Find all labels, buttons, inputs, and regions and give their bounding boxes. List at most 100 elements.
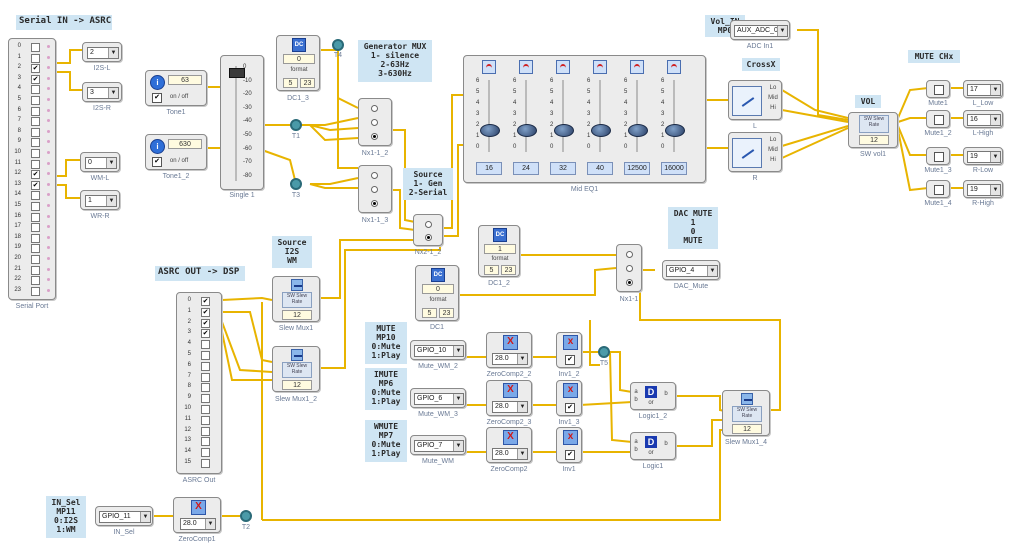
- tone1-2-block[interactable]: i 630 ✔ on / off: [145, 134, 207, 170]
- channel-checkbox[interactable]: [31, 276, 40, 286]
- output-pin-icon[interactable]: [47, 129, 50, 133]
- channel-checkbox[interactable]: [201, 459, 210, 468]
- invert-block[interactable]: x✔: [556, 332, 582, 368]
- channel-checkbox[interactable]: [201, 340, 210, 350]
- sw-vol1-block[interactable]: SW Slew Rate 12: [848, 112, 898, 148]
- mux-radio-1[interactable]: [626, 251, 633, 258]
- eq-filter-type-button[interactable]: [482, 60, 496, 74]
- dc1-format-1[interactable]: 5: [422, 308, 437, 318]
- in-sel-gpio-select[interactable]: GPIO_11▼: [99, 511, 151, 523]
- eq-slider-track[interactable]: [673, 80, 675, 152]
- zerocomp1-block[interactable]: X 28.0▼: [173, 497, 221, 533]
- mux-radio-3[interactable]: [626, 279, 633, 286]
- dac-mute-gpio-select[interactable]: GPIO_4▼: [666, 265, 718, 277]
- tone1-frequency-field[interactable]: 63: [168, 75, 202, 85]
- channel-checkbox[interactable]: [201, 394, 210, 404]
- mute-block[interactable]: [926, 147, 950, 165]
- slew-mux1-2-block[interactable]: SW Slew Rate 12: [272, 346, 320, 392]
- wm-l-block[interactable]: 0▼: [80, 152, 120, 172]
- mute-block[interactable]: [926, 80, 950, 98]
- mux-radio-2[interactable]: [626, 265, 633, 272]
- single1-slider-track[interactable]: [235, 66, 237, 181]
- mute-checkbox[interactable]: [934, 85, 944, 95]
- channel-checkbox[interactable]: ✔: [201, 297, 210, 306]
- output-channel-select[interactable]: 19▼: [967, 151, 1001, 163]
- channel-checkbox[interactable]: [201, 415, 210, 425]
- channel-checkbox[interactable]: [31, 286, 40, 296]
- output-pin-icon[interactable]: [47, 267, 50, 271]
- output-pin-icon[interactable]: [47, 119, 50, 123]
- t4-node-icon[interactable]: [332, 39, 344, 51]
- gpio-input-block[interactable]: GPIO_7▼: [410, 435, 466, 455]
- single1-slider-thumb[interactable]: [229, 68, 245, 78]
- crossover-r-block[interactable]: Lo Mid Hi: [728, 132, 782, 172]
- adc-in1-block[interactable]: AUX_ADC_0▼: [730, 20, 790, 40]
- channel-checkbox[interactable]: [31, 191, 40, 201]
- output-pin-icon[interactable]: [47, 257, 50, 260]
- eq-band-frequency[interactable]: 32: [550, 162, 576, 175]
- mux-radio-1[interactable]: [371, 172, 378, 179]
- wm-r-select[interactable]: 1▼: [85, 195, 117, 207]
- invert-block[interactable]: x✔: [556, 380, 582, 416]
- dc1-3-block[interactable]: DC 0 format 5 23: [276, 35, 320, 91]
- zerocomp-select[interactable]: 28.0▼: [492, 353, 528, 365]
- channel-checkbox[interactable]: ✔: [201, 307, 210, 317]
- wm-l-select[interactable]: 0▼: [85, 157, 117, 169]
- channel-checkbox[interactable]: [201, 361, 210, 371]
- channel-checkbox[interactable]: [31, 53, 40, 63]
- dc1-block[interactable]: DC 0 format 5 23: [415, 265, 459, 321]
- mux-radio-2[interactable]: [371, 186, 378, 193]
- channel-checkbox[interactable]: [31, 265, 40, 275]
- eq-band-frequency[interactable]: 24: [513, 162, 539, 175]
- eq-band-frequency[interactable]: 16: [476, 162, 502, 175]
- eq-slider-track[interactable]: [636, 80, 638, 152]
- mute-checkbox[interactable]: [934, 152, 944, 162]
- output-pin-icon[interactable]: [47, 193, 50, 197]
- channel-checkbox[interactable]: [31, 138, 40, 148]
- eq-gain-knob[interactable]: [554, 124, 574, 137]
- channel-checkbox[interactable]: ✔: [201, 318, 210, 328]
- channel-checkbox[interactable]: [201, 426, 210, 436]
- dc1-2-block[interactable]: DC 1 format 5 23: [478, 225, 520, 277]
- gpio-select[interactable]: GPIO_6▼: [414, 393, 464, 405]
- channel-checkbox[interactable]: [31, 85, 40, 95]
- dac-mute-gpio-block[interactable]: GPIO_4▼: [662, 260, 720, 280]
- channel-checkbox[interactable]: [31, 96, 40, 105]
- output-pin-icon[interactable]: [47, 76, 50, 80]
- wm-r-block[interactable]: 1▼: [80, 190, 120, 210]
- channel-checkbox[interactable]: [31, 43, 40, 52]
- sw-vol1-value[interactable]: 12: [859, 135, 889, 145]
- zerocomp-select[interactable]: 28.0▼: [492, 448, 528, 460]
- output-pin-icon[interactable]: [47, 225, 50, 229]
- mute-checkbox[interactable]: [934, 185, 944, 195]
- output-pin-icon[interactable]: [47, 151, 50, 154]
- channel-checkbox[interactable]: [31, 159, 40, 169]
- slew-mux1-block[interactable]: SW Slew Rate 12: [272, 276, 320, 322]
- crossover-l-block[interactable]: Lo Mid Hi: [728, 80, 782, 120]
- channel-checkbox[interactable]: ✔: [31, 170, 40, 180]
- output-pin-icon[interactable]: [47, 108, 50, 112]
- nx1-1-3-mux-block[interactable]: [358, 165, 392, 213]
- dc1-2-format-1[interactable]: 5: [484, 265, 499, 275]
- zerocomp1-select[interactable]: 28.0▼: [180, 518, 216, 530]
- mux-radio-1[interactable]: [425, 221, 432, 228]
- invert-block[interactable]: x✔: [556, 427, 582, 463]
- eq-gain-knob[interactable]: [517, 124, 537, 137]
- in-sel-gpio-block[interactable]: GPIO_11▼: [95, 506, 153, 526]
- channel-checkbox[interactable]: ✔: [31, 74, 40, 84]
- channel-checkbox[interactable]: [31, 255, 40, 264]
- channel-checkbox[interactable]: [201, 372, 210, 382]
- mux-radio-3[interactable]: [371, 200, 378, 207]
- dc1-format-2[interactable]: 23: [439, 308, 454, 318]
- channel-checkbox[interactable]: [201, 437, 210, 447]
- slew-mux1-4-block[interactable]: SW Slew Rate 12: [722, 390, 770, 436]
- output-pin-icon[interactable]: [47, 45, 50, 48]
- output-pin-icon[interactable]: [47, 235, 50, 239]
- logic1-2-block[interactable]: a b D or b: [630, 382, 676, 410]
- output-pin-icon[interactable]: [47, 214, 50, 218]
- output-channel-block[interactable]: 16▼: [963, 110, 1003, 128]
- dc1-2-value-field[interactable]: 1: [484, 244, 516, 254]
- dc1-3-format-2[interactable]: 23: [300, 78, 315, 88]
